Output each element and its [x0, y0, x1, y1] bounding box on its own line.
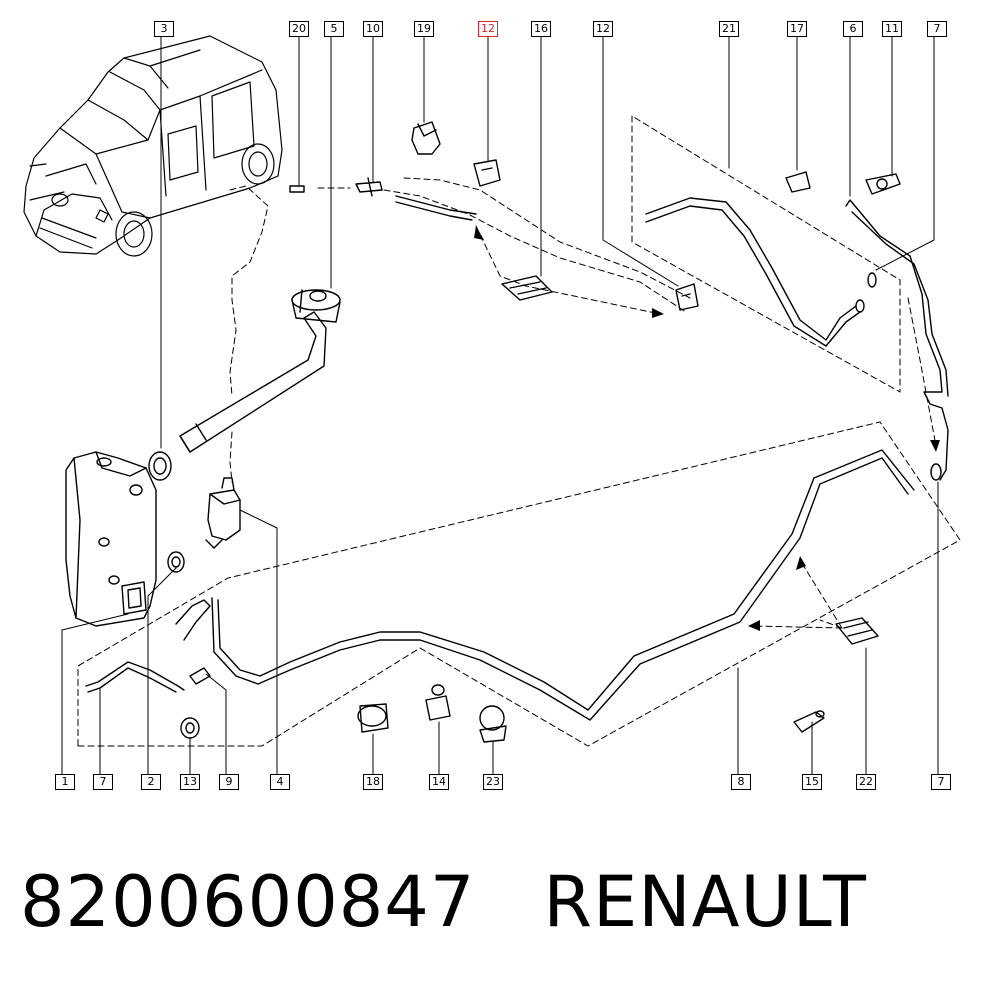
callout-20[interactable]: 20	[289, 21, 309, 37]
pump-grommet	[167, 551, 185, 573]
arrowheads	[474, 226, 940, 631]
callout-5[interactable]: 5	[324, 21, 344, 37]
callout-12[interactable]: 12	[593, 21, 613, 37]
callout-13[interactable]: 13	[180, 774, 200, 790]
rear-hose-left	[85, 661, 211, 693]
washer-reservoir	[65, 451, 157, 627]
vehicle-illustration	[23, 35, 283, 257]
callout-15[interactable]: 15	[802, 774, 822, 790]
callout-12-highlighted[interactable]: 12	[478, 21, 498, 37]
callout-3[interactable]: 3	[154, 21, 174, 37]
callout-22[interactable]: 22	[856, 774, 876, 790]
callout-16[interactable]: 16	[531, 21, 551, 37]
callout-9[interactable]: 9	[219, 774, 239, 790]
part-caption: 8200600847 RENAULT	[20, 861, 867, 943]
callout-8[interactable]: 8	[731, 774, 751, 790]
callout-21[interactable]: 21	[719, 21, 739, 37]
callout-7-top[interactable]: 7	[927, 21, 947, 37]
callout-10[interactable]: 10	[363, 21, 383, 37]
bracket-16	[501, 275, 553, 301]
connector-20	[289, 185, 305, 193]
clip-12-top	[473, 159, 501, 187]
sleeve-15	[793, 710, 825, 733]
upper-hose	[395, 195, 477, 221]
callout-18[interactable]: 18	[363, 774, 383, 790]
callout-11[interactable]: 11	[882, 21, 902, 37]
callout-14[interactable]: 14	[429, 774, 449, 790]
washer-system-drawing	[23, 35, 961, 776]
washer-pump	[205, 477, 241, 549]
callout-6[interactable]: 6	[843, 21, 863, 37]
callout-17[interactable]: 17	[787, 21, 807, 37]
callout-1[interactable]: 1	[55, 774, 75, 790]
filler-seal	[148, 451, 172, 481]
parts-diagram: 3 20 5 10 19 12 16 12 21 17 6 11 7 1 7 2…	[23, 21, 961, 790]
part-number: 8200600847	[20, 861, 476, 943]
callout-23[interactable]: 23	[483, 774, 503, 790]
filler-neck	[179, 289, 341, 453]
hose-21	[645, 197, 865, 347]
callout-7-left[interactable]: 7	[93, 774, 113, 790]
leader-lines	[61, 35, 939, 776]
plug-13	[180, 717, 200, 739]
callout-2[interactable]: 2	[141, 774, 161, 790]
clip-19	[411, 121, 441, 155]
clip-18	[357, 703, 389, 733]
routing-outlines	[77, 115, 961, 747]
nozzle-11	[865, 173, 901, 195]
clip-12	[675, 283, 699, 311]
bracket-22	[835, 617, 879, 645]
connector-10	[355, 177, 383, 197]
callout-19[interactable]: 19	[414, 21, 434, 37]
pump-outlet-hose	[175, 449, 915, 721]
callout-4[interactable]: 4	[270, 774, 290, 790]
callout-7-right[interactable]: 7	[931, 774, 951, 790]
hose-6	[845, 199, 949, 481]
clip-23	[479, 705, 507, 743]
clip-14	[425, 684, 451, 721]
connector-17	[785, 171, 811, 193]
brand-name: RENAULT	[543, 861, 867, 943]
